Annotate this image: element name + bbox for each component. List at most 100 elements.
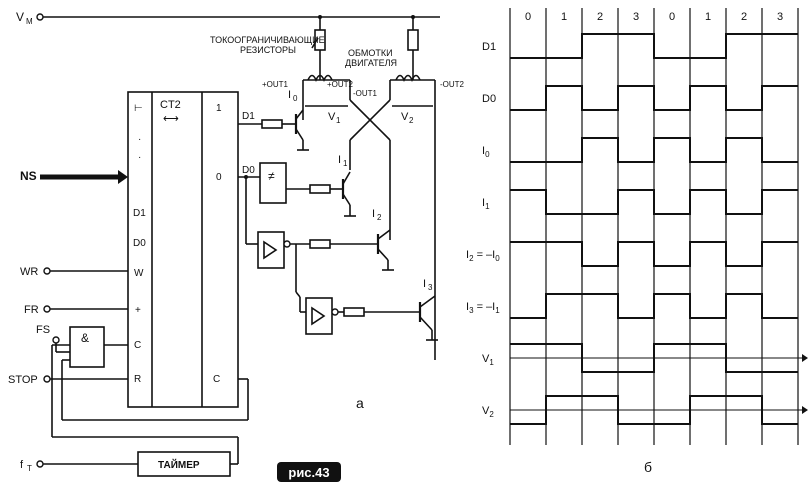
- d0-path: D0 ≠ I 1: [238, 154, 438, 341]
- base-resistor-i2: [309, 239, 331, 249]
- signal-wave: [510, 137, 798, 163]
- ft-label: f: [20, 459, 24, 471]
- arrow-right-icon: [802, 406, 808, 414]
- vm-label: V: [16, 10, 24, 24]
- pin-carry: C: [213, 374, 220, 385]
- resistor-caption-2: РЕЗИСТОРЫ: [240, 45, 296, 55]
- xor-gate: [259, 162, 287, 204]
- buffer-icon: [263, 240, 278, 260]
- wr-input: WR: [20, 266, 128, 278]
- out2-neg-label: -OUT2: [440, 80, 465, 89]
- signal-wave: [510, 395, 798, 425]
- fs-label: FS: [36, 324, 50, 336]
- ns-arrow-icon: [118, 170, 128, 184]
- figure-badge: рис.43: [277, 462, 341, 482]
- signal-label: V2: [482, 405, 494, 419]
- inverter-1: [257, 231, 285, 269]
- out1-neg-label: -OUT1: [353, 89, 378, 98]
- vm-terminal: [36, 13, 44, 21]
- subfigure-a-label: а: [356, 395, 364, 411]
- winding-2-coil: [395, 74, 421, 82]
- v1-label: V: [328, 111, 336, 123]
- v2-label: V: [401, 111, 409, 123]
- buffer-icon-2: [311, 306, 326, 326]
- pin-plus: +: [135, 305, 141, 316]
- pin-dot-2: ·: [138, 152, 141, 163]
- subfigure-b-label: б: [644, 459, 652, 475]
- i0-sub: 0: [293, 94, 298, 103]
- pin-d0: D0: [133, 238, 146, 249]
- counter-direction: ⟷: [163, 113, 179, 125]
- fr-input: FR: [24, 304, 128, 316]
- limit-resistor-2: [407, 29, 419, 51]
- stop-input: STOP: [8, 374, 128, 386]
- counter-name: CT2: [160, 99, 181, 111]
- i1-sub: 1: [343, 159, 348, 168]
- and-gate: [69, 326, 105, 368]
- d1-label: D1: [242, 111, 255, 122]
- out2-pos-label: +OUT2: [327, 80, 354, 89]
- i2-sub: 2: [377, 213, 382, 222]
- pin-out-0: 0: [216, 172, 222, 183]
- signal-waves: [510, 33, 808, 425]
- phase-header: 0: [669, 11, 675, 23]
- signal-label: D1: [482, 41, 496, 53]
- signal-wave: [510, 241, 798, 267]
- signal-label: D0: [482, 93, 496, 105]
- i0-label: I: [288, 89, 291, 101]
- signal-label: I1: [482, 197, 490, 211]
- signal-label: I3 = –I1: [466, 301, 500, 315]
- pin-w: W: [134, 268, 144, 279]
- d1-path: D1 I 0: [238, 89, 309, 151]
- pin-out-1: 1: [216, 103, 222, 114]
- base-resistor-i3: [343, 307, 365, 317]
- counter-ct2: CT2 ⟷ ⊢ · · D1 D0 W + C R 1 0 C: [127, 91, 239, 408]
- phase-header: 3: [777, 11, 783, 23]
- phase-header: 1: [705, 11, 711, 23]
- pin-r: R: [134, 374, 141, 385]
- signal-label: V1: [482, 353, 494, 367]
- timer-block: f T ТАЙМЕР: [20, 344, 239, 477]
- v2-sub: 2: [409, 116, 414, 125]
- winding-caption: ОБМОТКИ: [348, 48, 393, 58]
- base-resistor-i0: [261, 119, 283, 129]
- signal-label: I0: [482, 145, 490, 159]
- ns-label: NS: [20, 169, 37, 183]
- pin-c: C: [134, 340, 141, 351]
- i2-label: I: [372, 208, 375, 220]
- base-resistor-i1: [309, 184, 331, 194]
- v1-sub: 1: [336, 116, 341, 125]
- arrow-right-icon: [802, 354, 808, 362]
- fr-label: FR: [24, 304, 39, 316]
- vm-supply: V M: [16, 10, 440, 26]
- wr-label: WR: [20, 266, 38, 278]
- counter-body: [127, 91, 239, 408]
- winding-caption-2: ДВИГАТЕЛЯ: [345, 58, 397, 68]
- pin-d1: D1: [133, 208, 146, 219]
- pin-dot-1: ·: [138, 134, 141, 145]
- phase-header: 1: [561, 11, 567, 23]
- pin-start: ⊢: [134, 103, 143, 114]
- stop-label: STOP: [8, 374, 38, 386]
- out1-pos-label: +OUT1: [262, 80, 289, 89]
- coil-network: ТОКООГРАНИЧИВАЮЩИЕ РЕЗИСТОРЫ ОБМОТКИ ДВИ…: [210, 17, 465, 360]
- ft-sub: T: [27, 464, 32, 473]
- timer-label: ТАЙМЕР: [158, 458, 200, 471]
- i3-sub: 3: [428, 283, 433, 292]
- signal-wave: [510, 33, 798, 59]
- signal-wave: [510, 189, 798, 215]
- phase-header: 2: [597, 11, 603, 23]
- ns-input: NS: [20, 169, 128, 184]
- circuit-schematic: V M ТОКООГРАНИЧИВАЮЩИЕ РЕЗИСТОРЫ ОБМОТКИ…: [8, 10, 465, 477]
- resistor-caption: ТОКООГРАНИЧИВАЮЩИЕ: [210, 35, 325, 45]
- i3-label: I: [423, 278, 426, 290]
- inverter-2: [305, 297, 333, 335]
- phase-header: 0: [525, 11, 531, 23]
- signal-label: I2 = –I0: [466, 249, 500, 263]
- xor-label: ≠: [268, 169, 275, 183]
- signal-wave: [510, 85, 798, 111]
- i1-label: I: [338, 154, 341, 166]
- signal-wave: [510, 293, 798, 319]
